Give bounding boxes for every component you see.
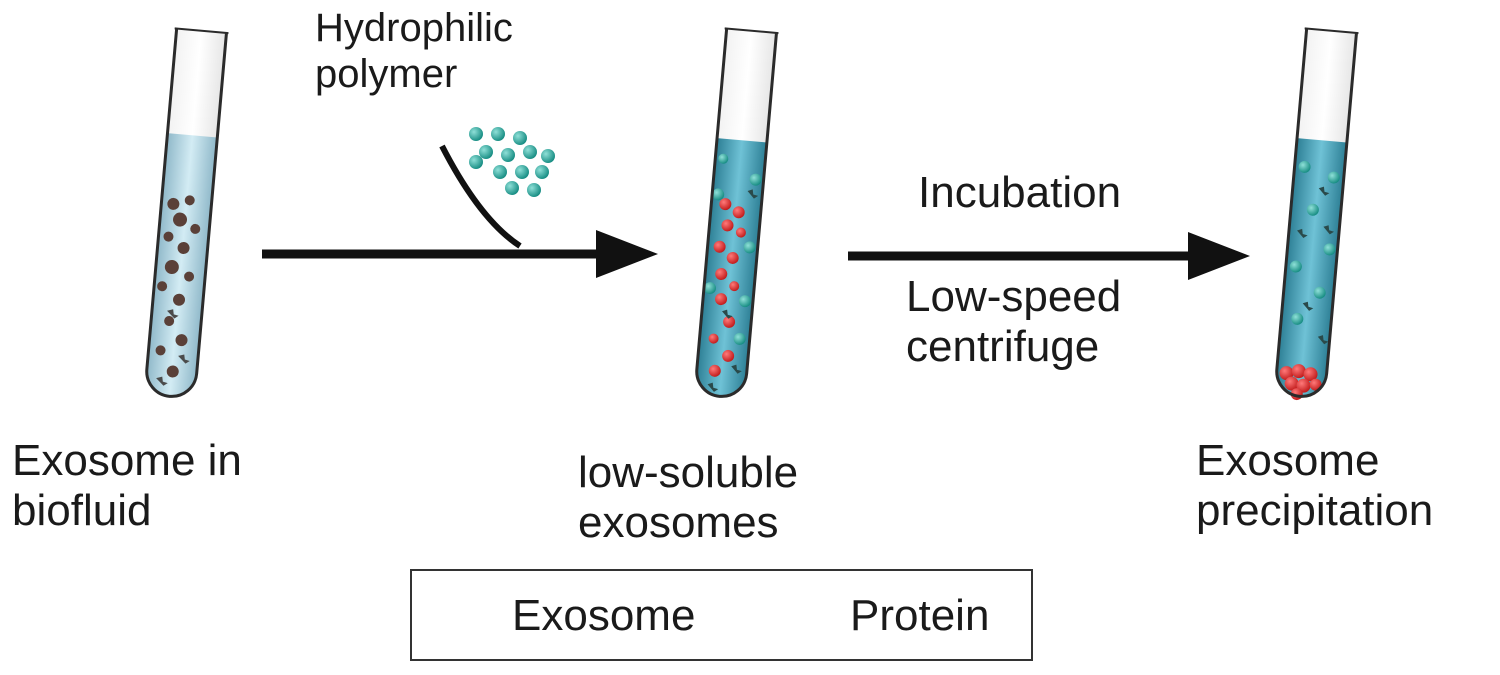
polymer-beads	[703, 153, 762, 345]
stage-label-biofluid-line-1: Exosome in	[12, 436, 242, 485]
legend-exosome-label: Exosome	[512, 591, 696, 640]
test-tube-biofluid	[145, 27, 229, 398]
reagent-label: Hydrophilic polymer	[315, 6, 513, 97]
protein-marks	[707, 189, 759, 392]
reagent-label-line-1: Hydrophilic	[315, 6, 513, 50]
protein-marks	[156, 309, 190, 386]
step2-bottom-label: Low-speed centrifuge	[906, 272, 1121, 372]
protein-marks	[1297, 186, 1335, 345]
test-tube-precipitation	[1275, 27, 1359, 401]
arrow-incubation	[848, 232, 1250, 280]
stage-label-biofluid: Exosome in biofluid	[12, 436, 242, 536]
stage-label-low-soluble-line-1: low-soluble	[578, 448, 799, 497]
legend-protein-label: Protein	[850, 591, 990, 640]
polymer-curve	[439, 144, 522, 249]
stage-label-biofluid-line-2: biofluid	[12, 486, 152, 536]
centrifuge-label: centrifuge	[906, 322, 1100, 372]
legend-box: Exosome Protein	[410, 569, 1033, 661]
test-tube-low-soluble	[695, 27, 779, 398]
reagent-label-line-2: polymer	[315, 51, 458, 96]
exosome-particles	[708, 198, 746, 377]
step2-top-label: Incubation	[918, 168, 1121, 218]
stage-label-precipitation: Exosome precipitation	[1196, 436, 1433, 536]
stage-label-low-soluble: low-soluble exosomes	[578, 448, 798, 548]
stage-label-low-soluble-line-2: exosomes	[578, 498, 779, 548]
polymer-bead-cluster	[469, 127, 555, 197]
stage-label-precipitation-line-2: precipitation	[1196, 486, 1434, 536]
incubation-label: Incubation	[918, 168, 1122, 217]
exosome-pellet	[1279, 364, 1322, 401]
arrow-add-polymer	[262, 230, 658, 278]
polymer-beads	[1289, 160, 1340, 325]
low-speed-label: Low-speed	[906, 272, 1122, 321]
dark-particles	[155, 195, 201, 378]
stage-label-precipitation-line-1: Exosome	[1196, 436, 1380, 485]
